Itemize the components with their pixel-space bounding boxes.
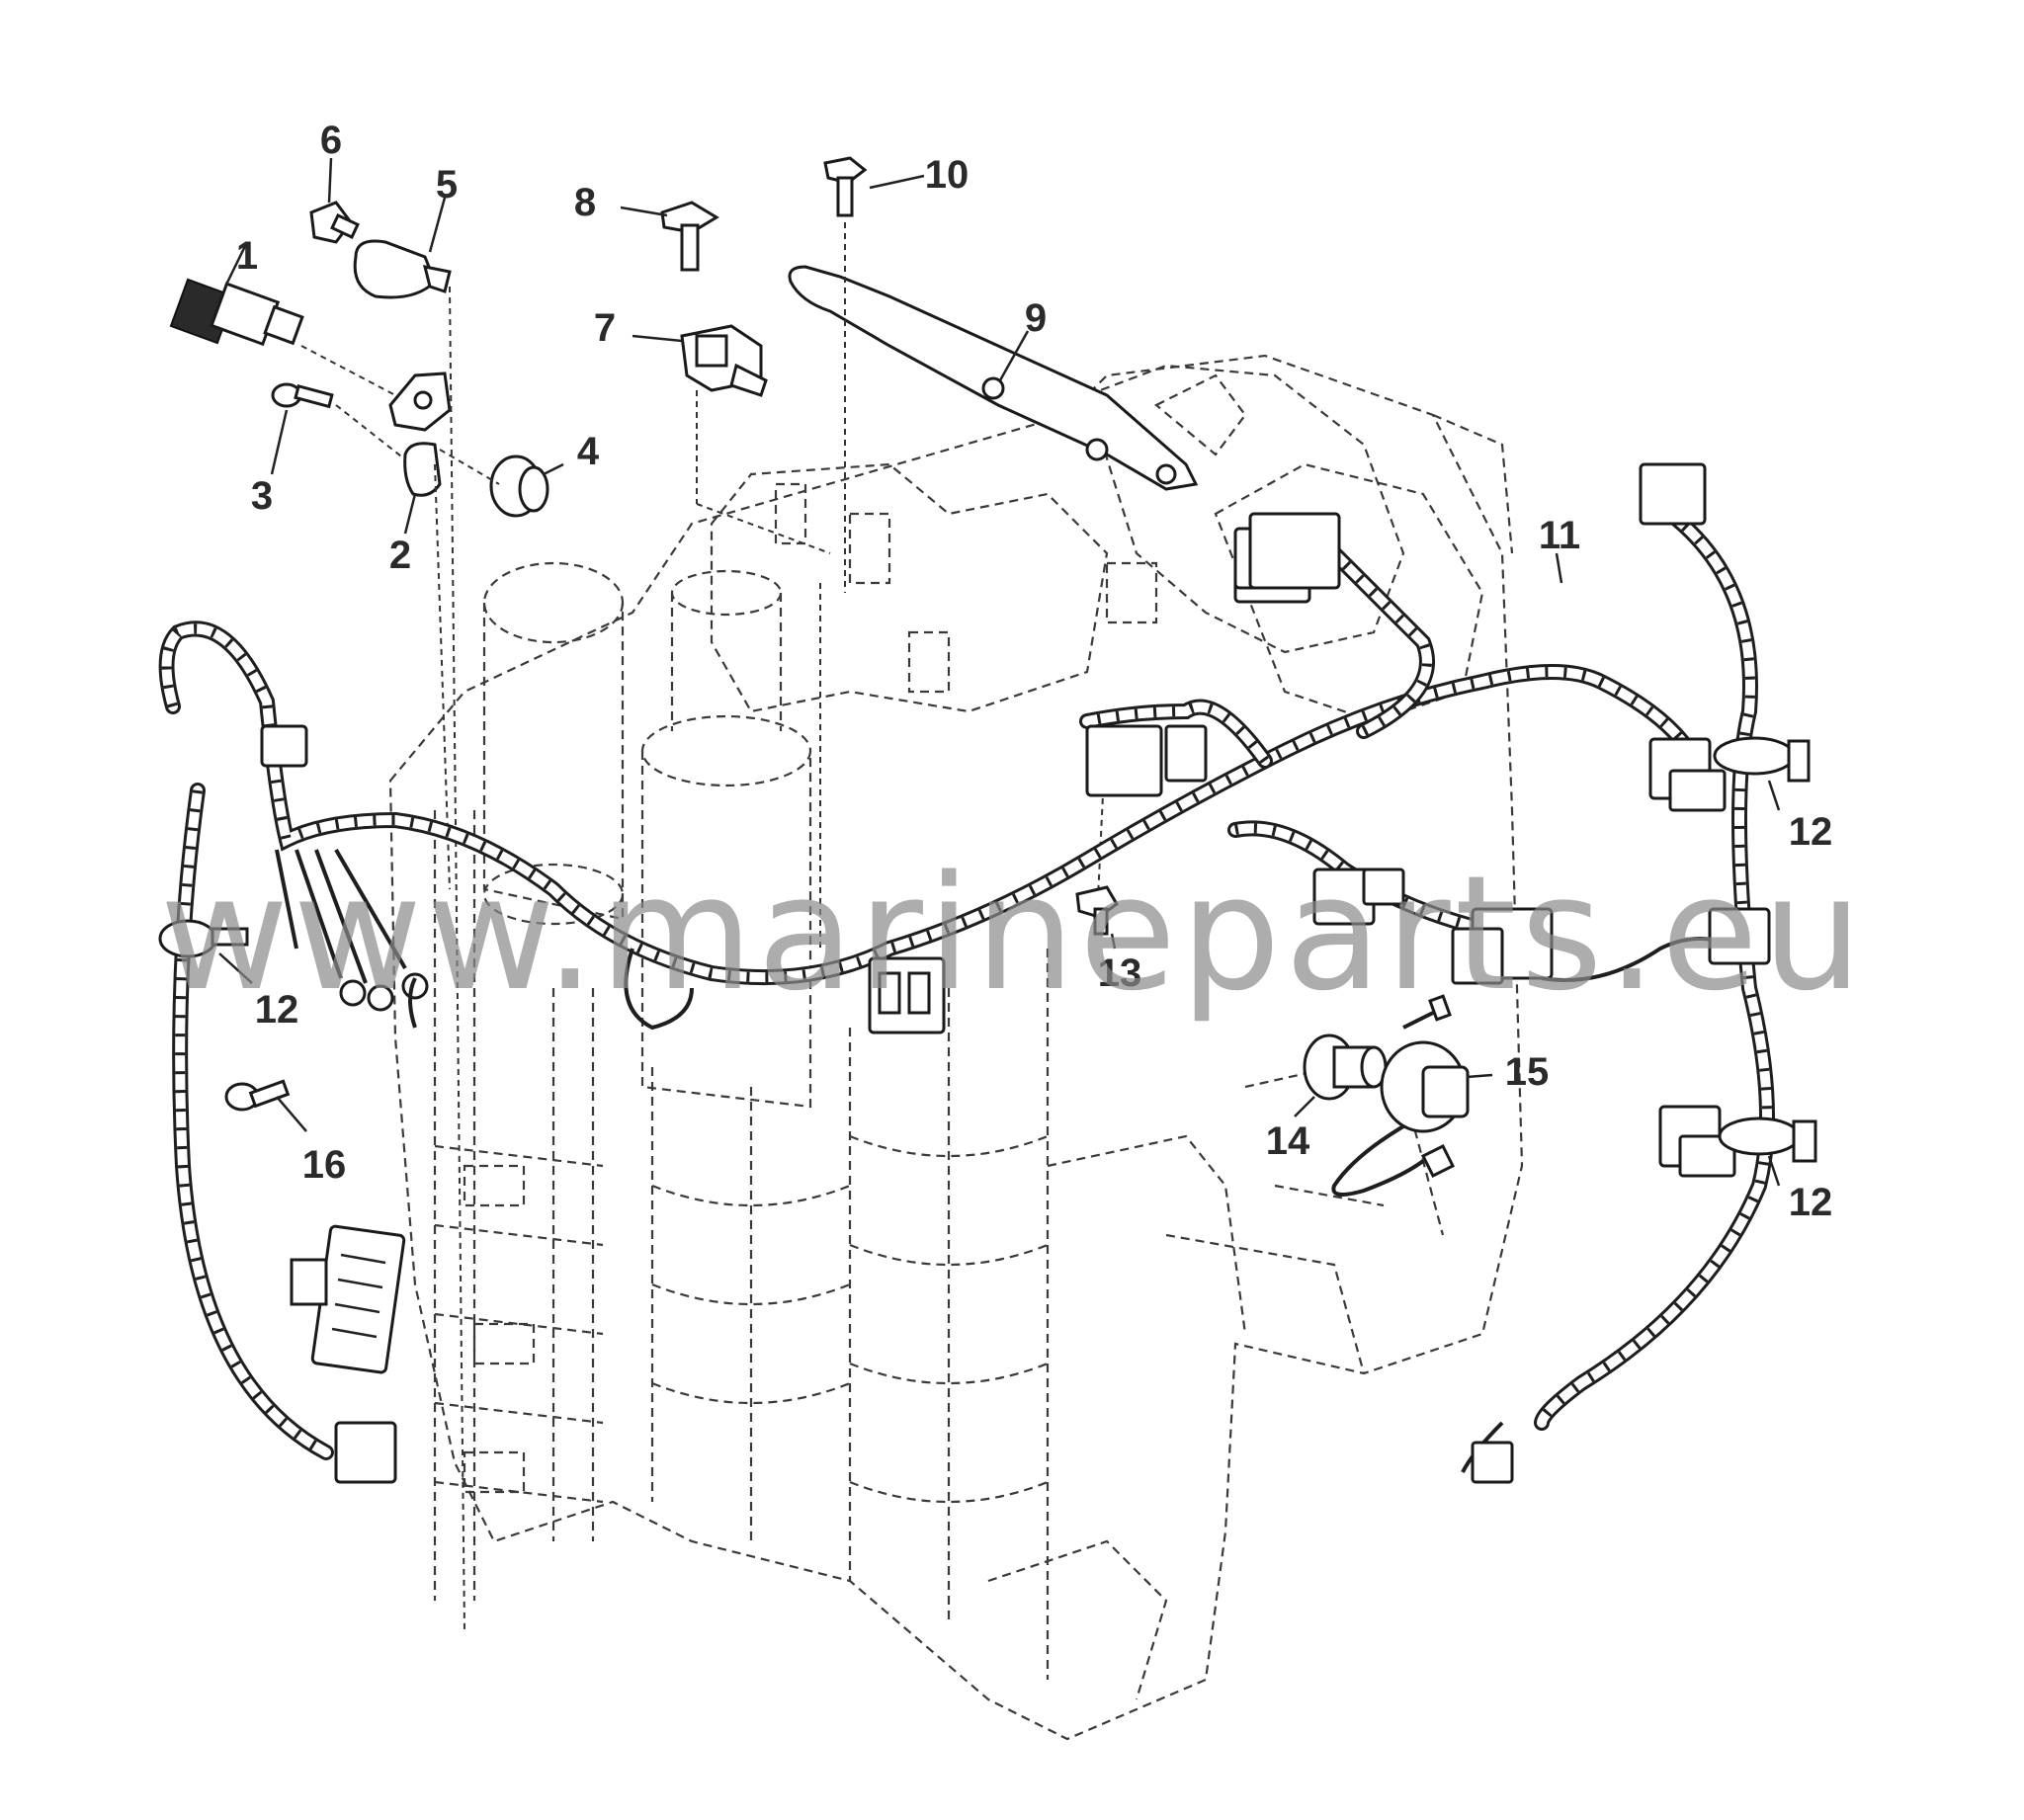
- part-1-sensor: [169, 278, 304, 347]
- callout-labels: 1 2 3 4 5 6 7 8 9 10 11 12 12 12 13 14 1…: [236, 119, 1832, 1224]
- leaders-lower: [218, 552, 1781, 1187]
- watermark-text: www.marineparts.eu: [160, 841, 1867, 1026]
- callout-5: 5: [436, 163, 458, 207]
- part-10-bolt: [823, 156, 868, 217]
- callout-16: 16: [302, 1143, 347, 1187]
- part-12-clamps: [158, 736, 1817, 1163]
- callout-4: 4: [577, 430, 600, 473]
- part-2-clip: [403, 442, 442, 497]
- part-6-bolt: [309, 201, 360, 244]
- part-14-pressure-sensor: [1303, 1034, 1388, 1101]
- connectors: [260, 462, 1771, 1484]
- callout-12-left: 12: [255, 988, 299, 1032]
- part-16-screw: [224, 1079, 291, 1112]
- part-bracket: [388, 372, 452, 432]
- part-9-bracket: [788, 265, 1199, 491]
- callout-13: 13: [1098, 951, 1142, 995]
- callout-15: 15: [1505, 1050, 1550, 1094]
- callout-7: 7: [594, 306, 616, 350]
- part-7-relay: [680, 324, 768, 397]
- callout-9: 9: [1025, 296, 1047, 340]
- callout-14: 14: [1266, 1119, 1310, 1163]
- callout-11: 11: [1539, 514, 1580, 557]
- terminal-block: [290, 1224, 406, 1374]
- part-13-bolt: [1075, 885, 1119, 936]
- part-4-grommet: [489, 455, 549, 518]
- part-15-sensor: [1331, 994, 1470, 1197]
- part-5-clamp: [353, 239, 452, 299]
- callout-8: 8: [574, 181, 596, 224]
- leaders-top-left: [223, 157, 564, 1631]
- callout-1: 1: [236, 234, 258, 278]
- callout-6: 6: [320, 119, 342, 162]
- part-8-bolt: [660, 201, 719, 272]
- callout-12-right-upper: 12: [1789, 810, 1833, 854]
- part-3-screw: [271, 382, 334, 409]
- callout-10: 10: [925, 153, 970, 197]
- callout-2: 2: [389, 534, 411, 577]
- callout-12-right-lower: 12: [1789, 1181, 1833, 1224]
- callout-3: 3: [251, 474, 273, 518]
